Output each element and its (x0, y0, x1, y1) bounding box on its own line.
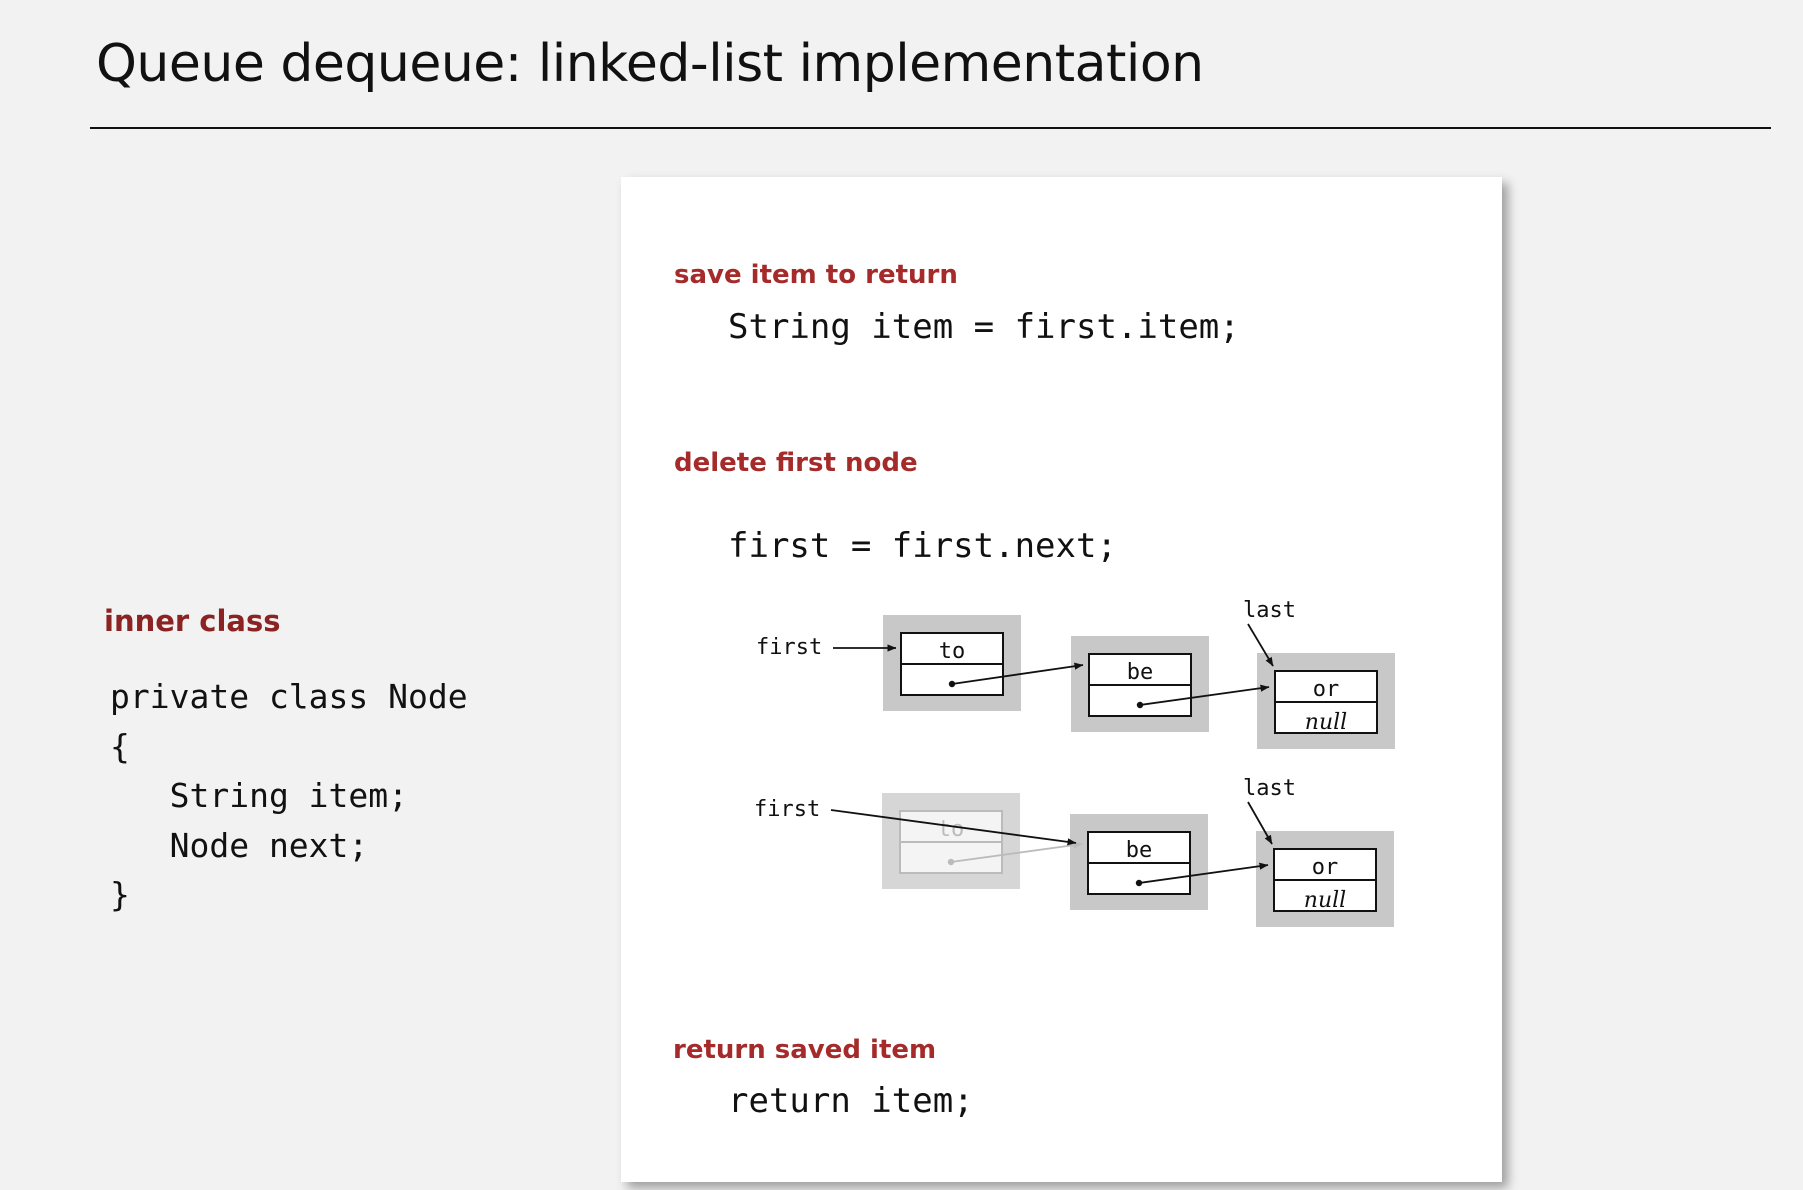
removed-link-dot (947, 858, 955, 866)
node-item-text: or (1312, 855, 1339, 880)
last-pointer-label: last (1243, 776, 1296, 801)
node-class-code: private class Node { String item; Node n… (110, 677, 468, 914)
first-pointer-arrow (830, 809, 1077, 846)
inner-class-label: inner class (104, 604, 281, 638)
step-delete-node-label: delete first node (674, 448, 918, 478)
last-pointer-label: last (1243, 598, 1296, 623)
node-null-text: null (1304, 888, 1346, 913)
link-arrow (1138, 862, 1269, 884)
first-pointer-label: first (756, 635, 822, 660)
node-item-text: be (1127, 660, 1154, 685)
node-item-text: be (1126, 838, 1153, 863)
last-pointer-arrow (1247, 623, 1274, 667)
list-after: to be or null first last (754, 776, 1394, 927)
node-item-text: to (939, 639, 966, 664)
link-dot (948, 680, 956, 688)
step-return-item-label: return saved item (673, 1035, 936, 1065)
removed-link-arrow (950, 841, 1083, 863)
dequeue-diagram: save item to return String item = first.… (673, 260, 1395, 1121)
step-delete-node-code: first = first.next; (728, 526, 1117, 566)
node-null-text: null (1305, 710, 1347, 735)
last-pointer-arrow (1247, 801, 1273, 845)
step-return-item-code: return item; (728, 1081, 974, 1121)
link-arrow (951, 662, 1084, 685)
removed-node-item-text: to (938, 817, 965, 842)
slide-title: Queue dequeue: linked-list implementatio… (96, 34, 1204, 94)
list-before: to be or null first last (756, 598, 1395, 749)
link-arrow (1139, 684, 1270, 706)
step-save-item-label: save item to return (674, 260, 958, 290)
dequeue-steps-panel: save item to return String item = first.… (621, 177, 1502, 1182)
node-item-text: or (1313, 677, 1340, 702)
step-save-item-code: String item = first.item; (728, 307, 1240, 347)
first-pointer-label: first (754, 797, 820, 822)
title-divider (90, 127, 1771, 129)
